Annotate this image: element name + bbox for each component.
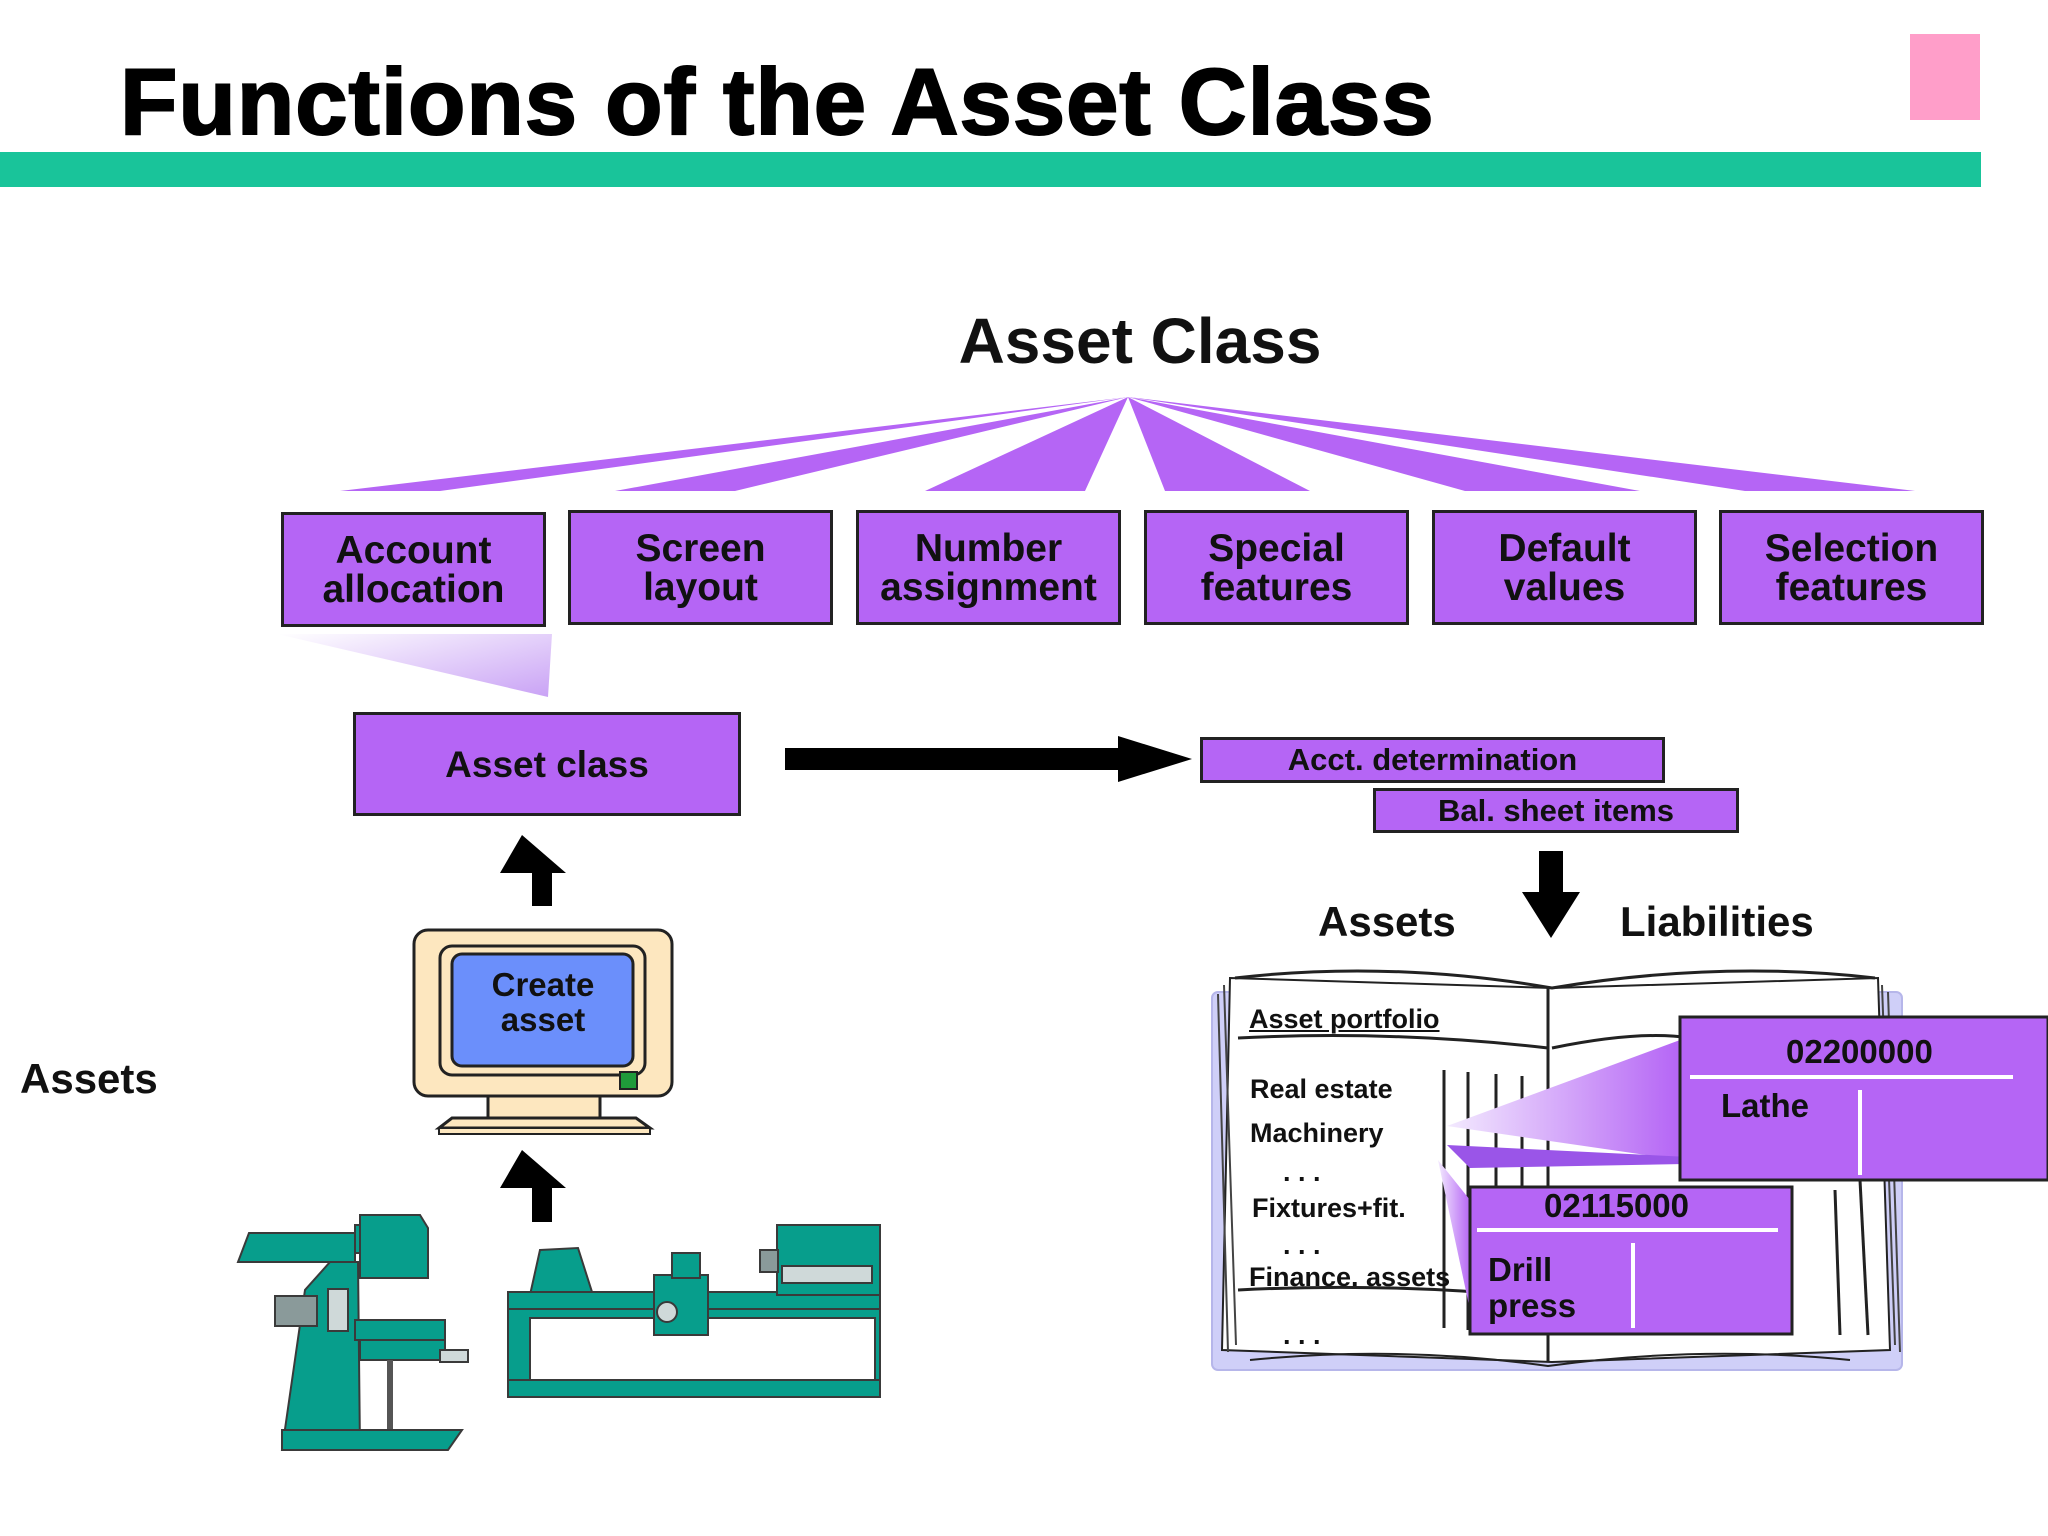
function-box-label: Selection features [1764, 526, 1939, 609]
function-box-label: Screen layout [635, 526, 766, 609]
function-box-label: Number assignment [880, 526, 1097, 609]
machines-up-arrow [500, 1150, 566, 1222]
lathe-card-number: 02200000 [1786, 1033, 1933, 1070]
assets-column-header: Assets [1318, 898, 1456, 945]
function-box-account-allocation: Account allocation [281, 512, 546, 627]
asset-class-box-label: Asset class [445, 743, 649, 785]
fan-wedge-3 [925, 397, 1128, 491]
fan-wedge-5 [1128, 397, 1640, 491]
ledger-item-ellipsis: . . . [1283, 1230, 1321, 1260]
function-box-label: Special features [1200, 526, 1353, 609]
ledger-item-ellipsis: . . . [1283, 1157, 1321, 1187]
function-box-number-assignment: Number assignment [856, 510, 1121, 625]
bal-sheet-items-box: Bal. sheet items [1373, 788, 1739, 833]
create-asset-screen-text: Create asset [491, 966, 595, 1038]
asset-class-box: Asset class [353, 712, 741, 816]
function-box-label: Account allocation [322, 528, 505, 611]
slide-title: Functions of the Asset Class [119, 48, 1435, 155]
asset-portfolio-heading: Asset portfolio [1249, 1004, 1440, 1034]
drill-card-wedge [1438, 1160, 1470, 1310]
corner-accent [1910, 34, 1980, 120]
lathe-card [1678, 1015, 2048, 1182]
acct-determination-box: Acct. determination [1200, 737, 1665, 783]
create-asset-up-arrow [500, 835, 566, 906]
ledger-item-machinery: Machinery [1250, 1118, 1384, 1148]
drill-press-illustration [236, 1214, 469, 1451]
function-box-selection-features: Selection features [1719, 510, 1984, 625]
function-box-label: Default values [1498, 526, 1631, 609]
fan-wedges [340, 397, 1915, 491]
drill-press-card-item: Drill press [1488, 1251, 1577, 1324]
acct-determination-label: Acct. determination [1287, 742, 1578, 777]
bal-sheet-items-label: Bal. sheet items [1437, 792, 1675, 828]
lathe-illustration [507, 1224, 881, 1398]
title-underline-bar [0, 152, 1981, 187]
drill-press-card [1468, 1185, 1794, 1336]
asset-class-root-label: Asset Class [958, 305, 1322, 377]
computer-illustration [412, 928, 674, 1135]
ledger-item-ellipsis: . . . [1283, 1320, 1321, 1350]
assets-side-label: Assets [20, 1055, 158, 1102]
lathe-card-wedge [1447, 1040, 1680, 1160]
function-box-screen-layout: Screen layout [568, 510, 833, 625]
ledger-item-real-estate: Real estate [1250, 1074, 1393, 1104]
fan-wedge-4 [1128, 397, 1310, 491]
fan-wedge-6 [1128, 397, 1915, 491]
fan-wedge-2 [615, 397, 1128, 491]
drill-press-card-number: 02115000 [1544, 1187, 1690, 1224]
function-box-default-values: Default values [1432, 510, 1697, 625]
ledger-item-fixtures: Fixtures+fit. [1252, 1193, 1406, 1223]
liabilities-column-header: Liabilities [1620, 898, 1814, 945]
function-box-special-features: Special features [1144, 510, 1409, 625]
lathe-card-item: Lathe [1721, 1087, 1810, 1124]
ledger-item-finance-assets: Finance. assets [1249, 1262, 1451, 1292]
fan-wedge-1 [340, 397, 1128, 491]
balance-sheet-down-arrow [1522, 851, 1580, 938]
account-allocation-wedge [277, 634, 552, 697]
asset-class-arrow-head [1118, 736, 1192, 782]
asset-class-arrow-shaft [785, 748, 1120, 770]
